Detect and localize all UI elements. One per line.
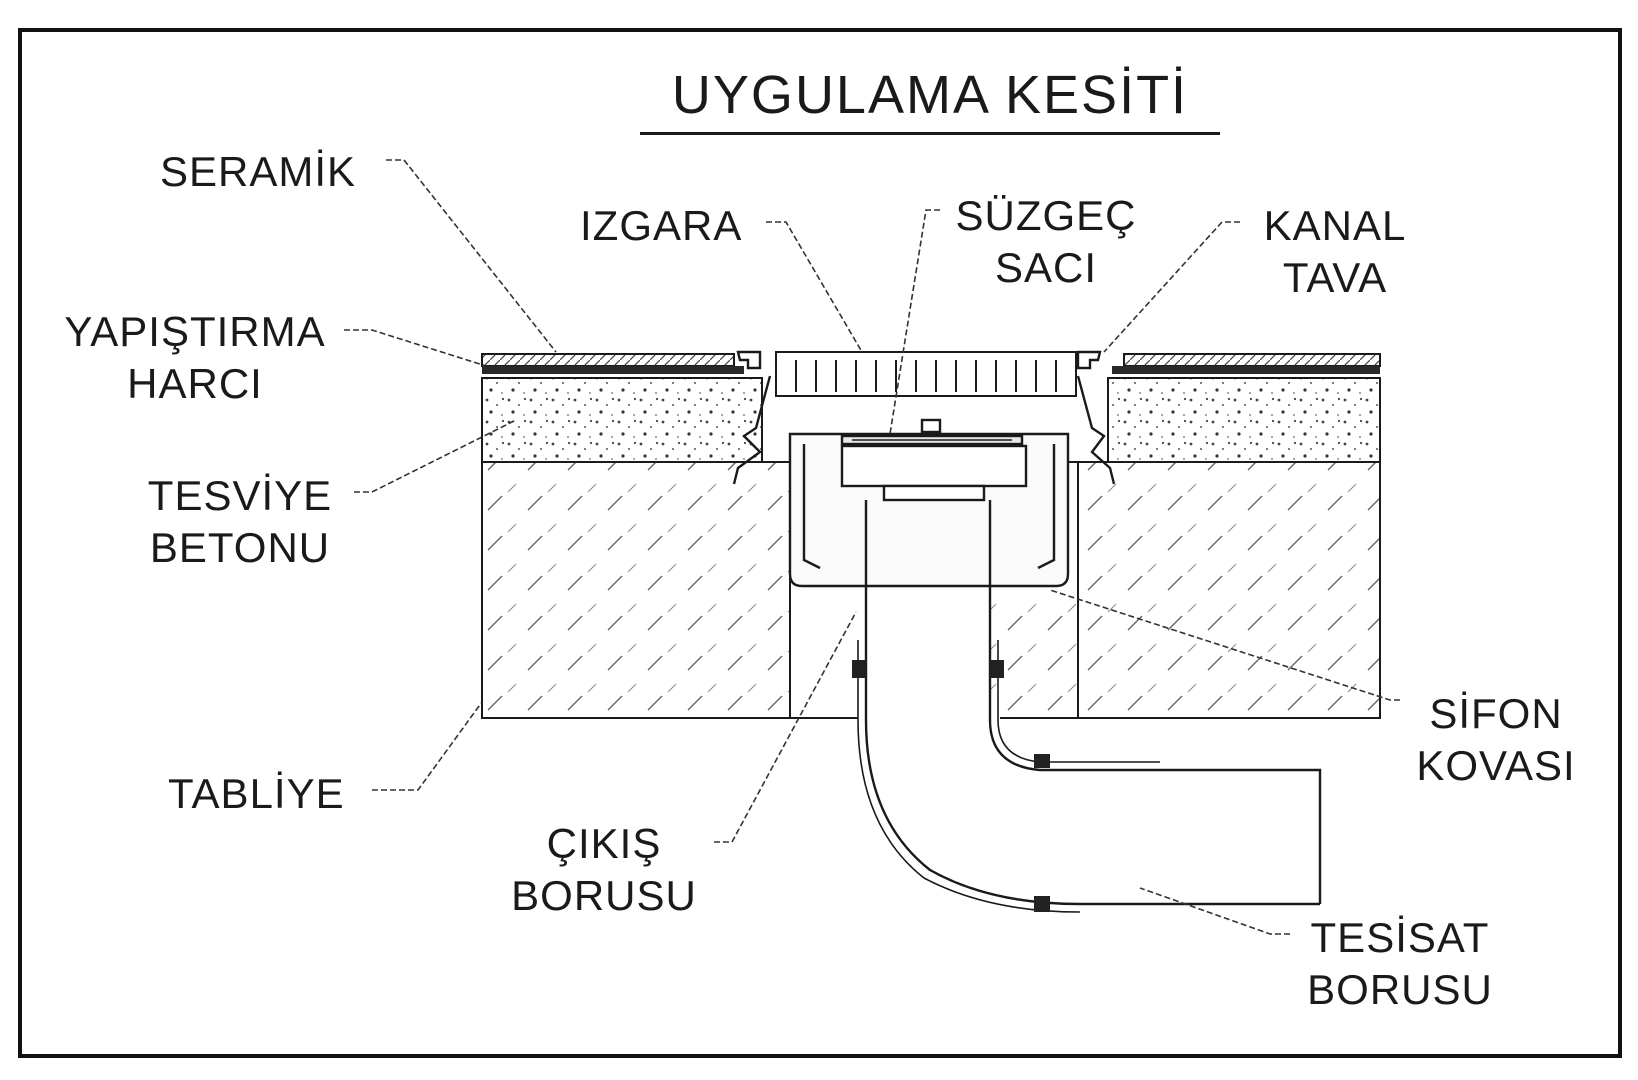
tabliye-slab: [481, 461, 1381, 719]
label-seramik: SERAMİK: [160, 146, 356, 198]
label-suzgec-saci: SÜZGEÇ SACI: [936, 190, 1156, 294]
label-sifon-line1: SİFON: [1429, 690, 1563, 737]
label-tesviye-betonu: TESVİYE BETONU: [120, 470, 360, 574]
label-yapistirma-harci: YAPIŞTIRMA HARCI: [40, 306, 350, 410]
label-izgara: IZGARA: [580, 200, 742, 252]
label-kanal-tava: KANAL TAVA: [1240, 200, 1430, 304]
label-suzgec-line2: SACI: [994, 244, 1098, 291]
label-tesviye-line1: TESVİYE: [147, 472, 333, 519]
label-tabliye-line1: TABLİYE: [168, 770, 345, 817]
label-kanal-line1: KANAL: [1263, 202, 1407, 249]
leader-lines: [344, 159, 1400, 935]
drawing-title: UYGULAMA KESİTİ: [640, 62, 1220, 135]
label-tabliye: TABLİYE: [168, 768, 345, 820]
label-tesviye-line2: BETONU: [149, 524, 331, 571]
label-yapistirma-line1: YAPIŞTIRMA: [64, 308, 326, 355]
sifon-kovasi: [788, 418, 1070, 588]
izgara-grate: [775, 351, 1077, 397]
label-cikis-line2: BORUSU: [511, 872, 697, 919]
cikis-borusu: [852, 500, 1322, 913]
label-kanal-line2: TAVA: [1282, 254, 1388, 301]
label-yapistirma-line2: HARCI: [127, 360, 263, 407]
label-sifon-kovasi: SİFON KOVASI: [1396, 688, 1596, 792]
kanal-tava: [732, 350, 1116, 485]
label-seramik-line1: SERAMİK: [160, 148, 357, 195]
label-cikis-line1: ÇIKIŞ: [546, 820, 662, 867]
seramik-layer: [481, 353, 1381, 374]
label-tesisat-line2: BORUSU: [1307, 966, 1493, 1013]
label-sifon-line2: KOVASI: [1416, 742, 1576, 789]
label-suzgec-line1: SÜZGEÇ: [955, 192, 1137, 239]
label-tesisat-line1: TESİSAT: [1310, 914, 1490, 961]
label-tesisat-borusu: TESİSAT BORUSU: [1290, 912, 1510, 1016]
tesviye-betonu: [481, 377, 1381, 463]
label-cikis-borusu: ÇIKIŞ BORUSU: [494, 818, 714, 922]
label-izgara-line1: IZGARA: [580, 202, 743, 249]
